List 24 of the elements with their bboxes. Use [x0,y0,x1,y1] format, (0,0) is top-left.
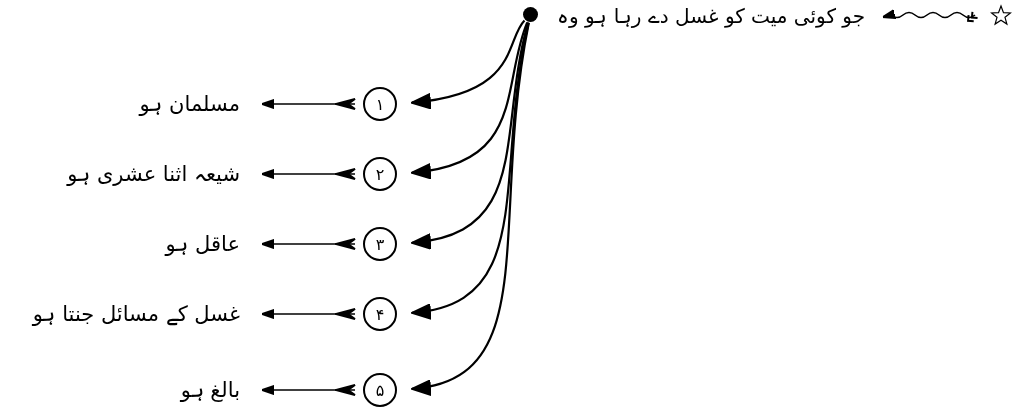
condition-text: بالغ ہو [60,374,240,406]
curved-arrow [410,22,530,394]
number-circle: ۵ [363,373,397,407]
condition-text: غسل کے مسائل جنتا ہو [0,298,240,330]
curved-arrow [410,22,530,318]
arrow [261,308,356,320]
number-circle: ۳ [363,227,397,261]
curved-arrow [410,21,529,179]
arrow [261,238,356,250]
number-circle: ۲ [363,157,397,191]
number-circle: ۱ [363,87,397,121]
arrow [261,168,356,180]
wavy-arrow [882,9,979,23]
condition-text: مسلمان ہو [60,88,240,120]
dot-marker [523,7,538,22]
curved-arrow [410,22,530,248]
star-icon [990,4,1012,26]
curved-arrow [410,19,526,109]
arrow [261,98,356,110]
number-circle: ۴ [363,297,397,331]
arrow [261,384,356,396]
condition-text: عاقل ہو [60,228,240,260]
condition-text: شیعہ اثنا عشری ہو [0,158,240,190]
heading-text: جو کوئی میت کو غسل دے رہا ہو وہ [555,1,865,31]
